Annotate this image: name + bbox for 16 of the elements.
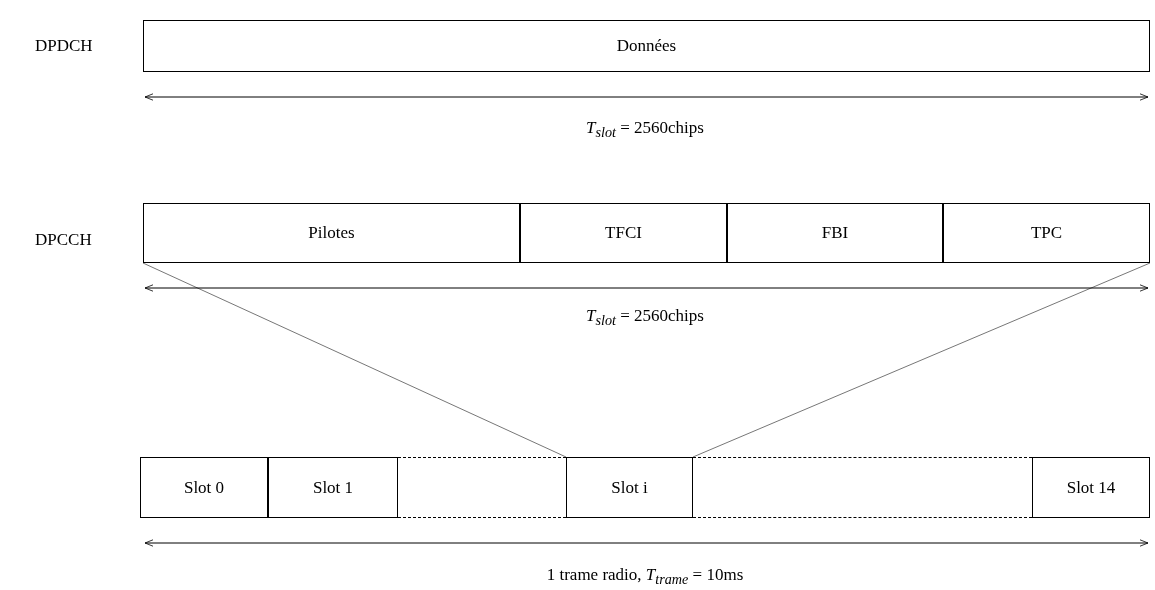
slot-box: Slot 1 [268, 457, 398, 518]
duration-label: 1 trame radio, T$_{trame}$ = 10ms [546, 565, 744, 589]
channel-label: DPDCH [35, 36, 93, 56]
expansion-line [692, 262, 1151, 458]
slot-box: Slot 0 [140, 457, 268, 518]
field: FBI [727, 203, 943, 263]
channel-label: DPCCH [35, 230, 92, 250]
duration-label: T$_{slot}$ = 2560chips [586, 118, 704, 142]
slot-box: Slot 14 [1032, 457, 1150, 518]
field: TFCI [520, 203, 727, 263]
slot-box: Slot i [566, 457, 693, 518]
field: TPC [943, 203, 1150, 263]
data-field: Données [143, 20, 1150, 72]
expansion-line [142, 262, 567, 458]
field: Pilotes [143, 203, 520, 263]
duration-label: T$_{slot}$ = 2560chips [586, 306, 704, 330]
